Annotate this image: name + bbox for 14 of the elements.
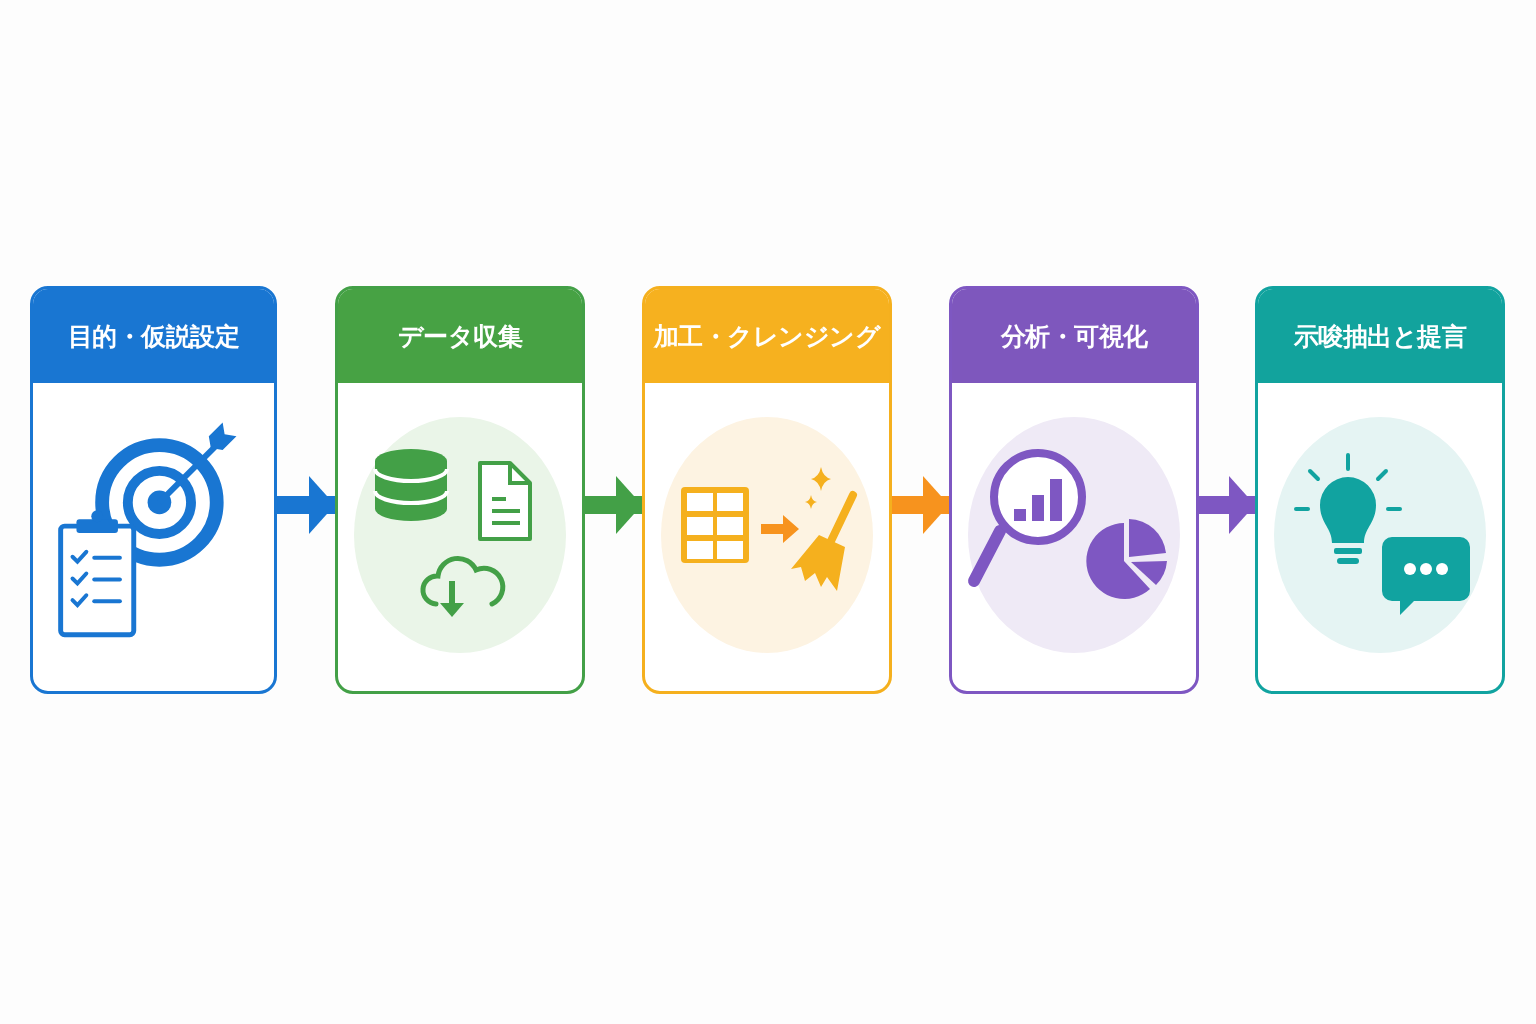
step-card xyxy=(30,286,277,694)
arrow xyxy=(892,476,949,534)
step-title: 示唆抽出と提言 xyxy=(1258,289,1502,383)
step-title: 目的・仮説設定 xyxy=(33,289,274,383)
step-title: データ収集 xyxy=(338,289,582,383)
step-title: 分析・可視化 xyxy=(952,289,1196,383)
arrow xyxy=(277,476,335,534)
step-card xyxy=(949,286,1199,694)
arrow xyxy=(585,476,642,534)
step-card xyxy=(335,286,585,694)
step-title: 加工・クレンジング xyxy=(645,289,889,383)
arrow xyxy=(1199,476,1255,534)
step-card xyxy=(1255,286,1505,694)
step-card xyxy=(642,286,892,694)
